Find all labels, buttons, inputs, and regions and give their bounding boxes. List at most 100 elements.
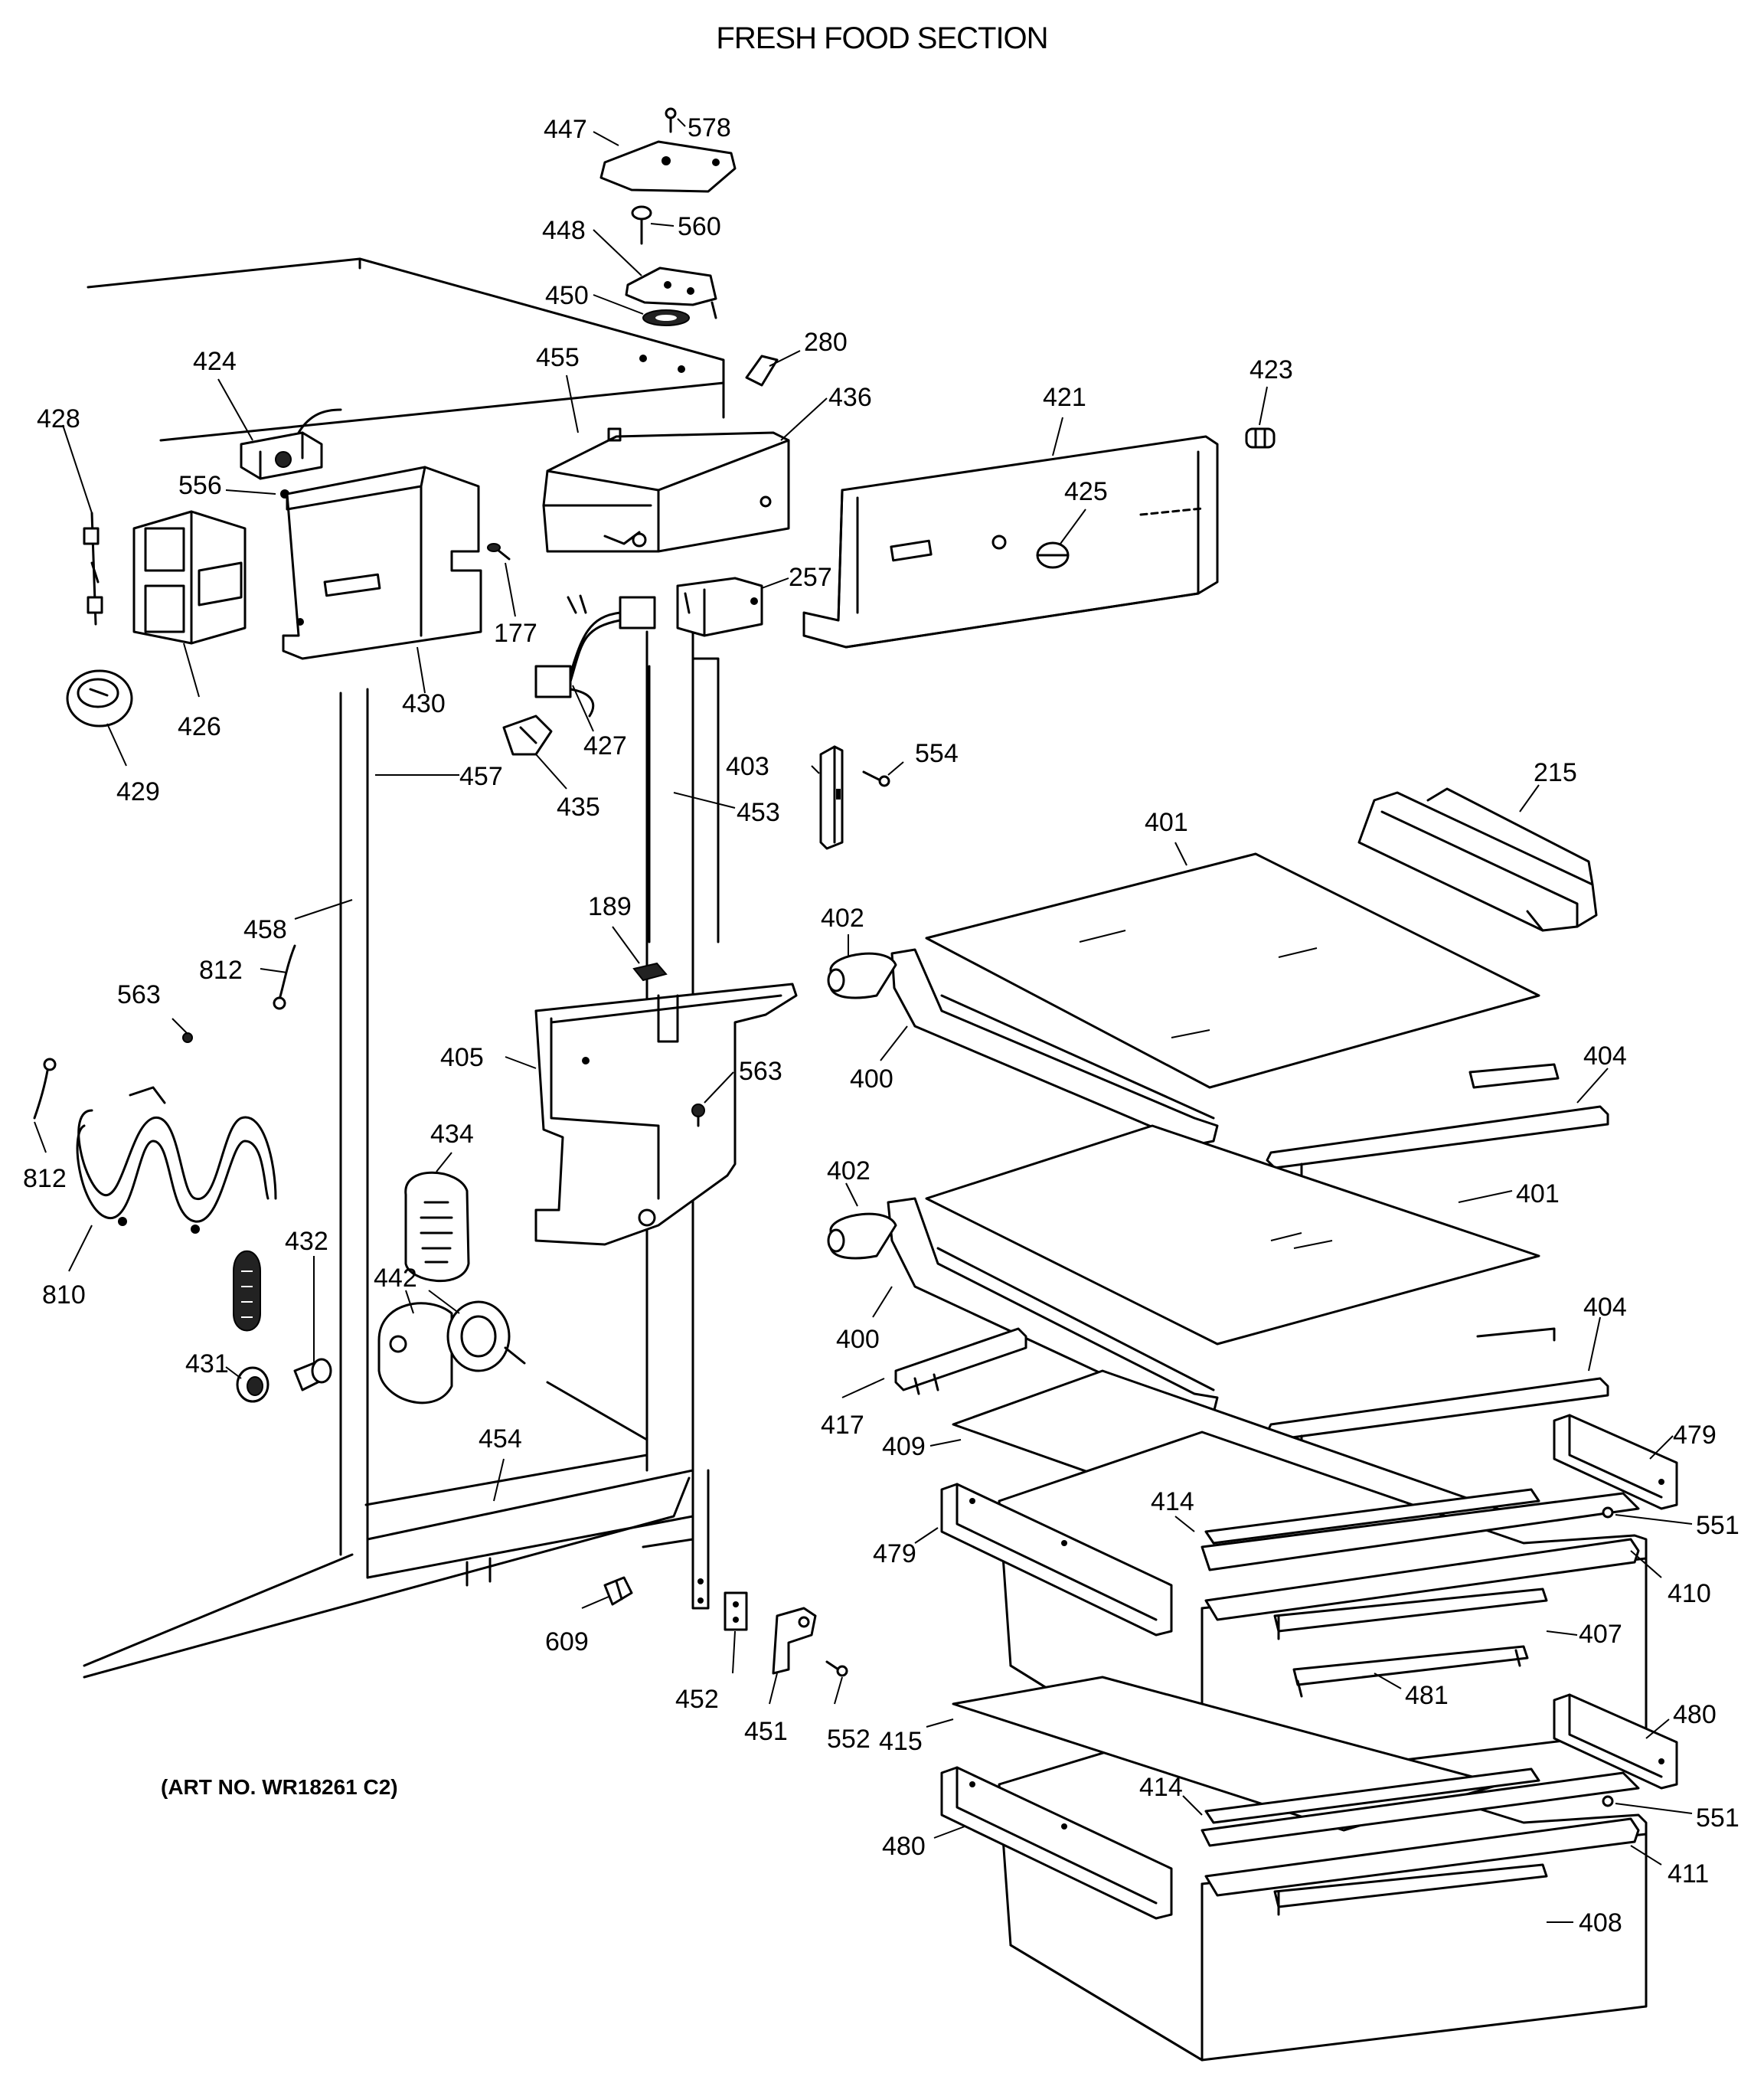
- callout-563-upper: 563: [739, 1057, 782, 1086]
- callout-402-upper: 402: [821, 904, 864, 933]
- callout-labels: 578 447 560 448 450 280 455 436 421 423 …: [23, 113, 1740, 1937]
- screw-554: [862, 770, 890, 787]
- callout-414-upper: 414: [1151, 1487, 1194, 1516]
- callout-451: 451: [744, 1717, 788, 1746]
- art-number: (ART NO. WR18261 C2): [161, 1775, 398, 1799]
- callout-431: 431: [185, 1349, 229, 1378]
- callout-405: 405: [440, 1043, 484, 1072]
- bracket-403: [819, 745, 844, 850]
- screw-551-lower: [1602, 1795, 1614, 1807]
- grommet-431: [236, 1366, 270, 1403]
- callout-430: 430: [402, 689, 446, 718]
- wire-812-upper: [273, 944, 296, 1010]
- callout-457: 457: [459, 762, 503, 791]
- shelf-upper: [890, 852, 1560, 1146]
- callout-452: 452: [675, 1685, 719, 1714]
- callout-401-upper: 401: [1145, 808, 1188, 837]
- callout-411: 411: [1668, 1859, 1709, 1888]
- callout-417: 417: [821, 1411, 864, 1440]
- callout-556: 556: [178, 471, 222, 500]
- callout-560: 560: [678, 212, 721, 241]
- callout-479-left: 479: [873, 1539, 916, 1568]
- shim-450: [642, 309, 690, 326]
- control-panel-421: [802, 435, 1219, 649]
- bin-215: [1357, 787, 1598, 932]
- screw-578: [665, 107, 677, 133]
- rail-404-upper: [1266, 1105, 1609, 1189]
- callout-280: 280: [804, 328, 848, 357]
- callout-442: 442: [374, 1264, 417, 1293]
- grille-434: [404, 1171, 470, 1282]
- callout-215: 215: [1534, 758, 1577, 787]
- screw-563-upper: [691, 1104, 705, 1127]
- callout-458: 458: [243, 915, 287, 944]
- callout-189: 189: [588, 892, 632, 921]
- rail-417: [894, 1327, 1027, 1395]
- frame-411: [1200, 1767, 1640, 1847]
- callout-257: 257: [789, 563, 832, 592]
- callout-480-left: 480: [882, 1832, 926, 1861]
- callout-810: 810: [42, 1280, 86, 1310]
- diagram-title: FRESH FOOD SECTION: [716, 21, 1048, 55]
- knob-425: [1036, 541, 1070, 569]
- callout-554: 554: [915, 739, 959, 768]
- callout-609: 609: [545, 1627, 589, 1656]
- callout-551-lower: 551: [1696, 1803, 1740, 1833]
- support-402-lower: [827, 1212, 897, 1260]
- heater-810: [76, 1086, 277, 1234]
- callout-409: 409: [882, 1432, 926, 1461]
- slide-480-right: [1553, 1693, 1678, 1790]
- clip-189: [632, 962, 668, 982]
- callout-551-upper: 551: [1696, 1511, 1740, 1540]
- callout-415: 415: [879, 1727, 923, 1756]
- callout-426: 426: [178, 712, 221, 741]
- callout-435: 435: [557, 793, 600, 822]
- part-280: [745, 355, 779, 387]
- bumper-609: [603, 1576, 633, 1606]
- callout-578: 578: [688, 113, 731, 142]
- callout-408: 408: [1579, 1908, 1622, 1937]
- relay-257: [676, 577, 763, 637]
- callout-423: 423: [1250, 355, 1293, 384]
- thermostat-424: [240, 408, 342, 480]
- callout-479-right: 479: [1673, 1421, 1717, 1450]
- callout-402-lower: 402: [827, 1156, 871, 1185]
- slide-480-left: [940, 1766, 1173, 1920]
- duct-430: [282, 466, 482, 660]
- callout-429: 429: [116, 777, 160, 806]
- callout-407: 407: [1579, 1620, 1622, 1649]
- callout-404-lower: 404: [1583, 1293, 1627, 1322]
- slide-479-left: [940, 1483, 1173, 1637]
- shelf-lower: [887, 1124, 1556, 1418]
- callout-563-lower: 563: [117, 980, 161, 1009]
- screw-177: [487, 543, 511, 561]
- hinge-451: [772, 1607, 817, 1675]
- callout-432: 432: [285, 1227, 328, 1256]
- callout-812-lower: 812: [23, 1164, 67, 1193]
- screw-563-lower: [182, 1032, 193, 1043]
- callout-436: 436: [828, 383, 872, 412]
- callout-404-upper: 404: [1583, 1042, 1627, 1071]
- callout-812-upper: 812: [199, 956, 243, 985]
- housing-426: [132, 510, 247, 645]
- callout-480-right: 480: [1673, 1700, 1717, 1729]
- callout-401-lower: 401: [1516, 1179, 1560, 1208]
- callout-434: 434: [430, 1120, 474, 1149]
- sleeve-432: [293, 1358, 332, 1391]
- frame-410: [1200, 1488, 1640, 1571]
- screw-560: [631, 205, 652, 245]
- fan-442: [377, 1300, 526, 1404]
- gasket-strip: [233, 1250, 261, 1332]
- callout-427: 427: [583, 731, 627, 760]
- callout-403: 403: [726, 752, 769, 781]
- plate-452: [724, 1591, 748, 1631]
- wire-812-lower: [33, 1058, 57, 1120]
- callout-424: 424: [193, 347, 237, 376]
- callout-414-lower: 414: [1139, 1773, 1183, 1802]
- light-bulb-423: [1245, 427, 1276, 449]
- callout-455: 455: [536, 343, 580, 372]
- callout-177: 177: [494, 619, 537, 648]
- callout-421: 421: [1043, 383, 1086, 412]
- control-housing-436: [542, 427, 790, 553]
